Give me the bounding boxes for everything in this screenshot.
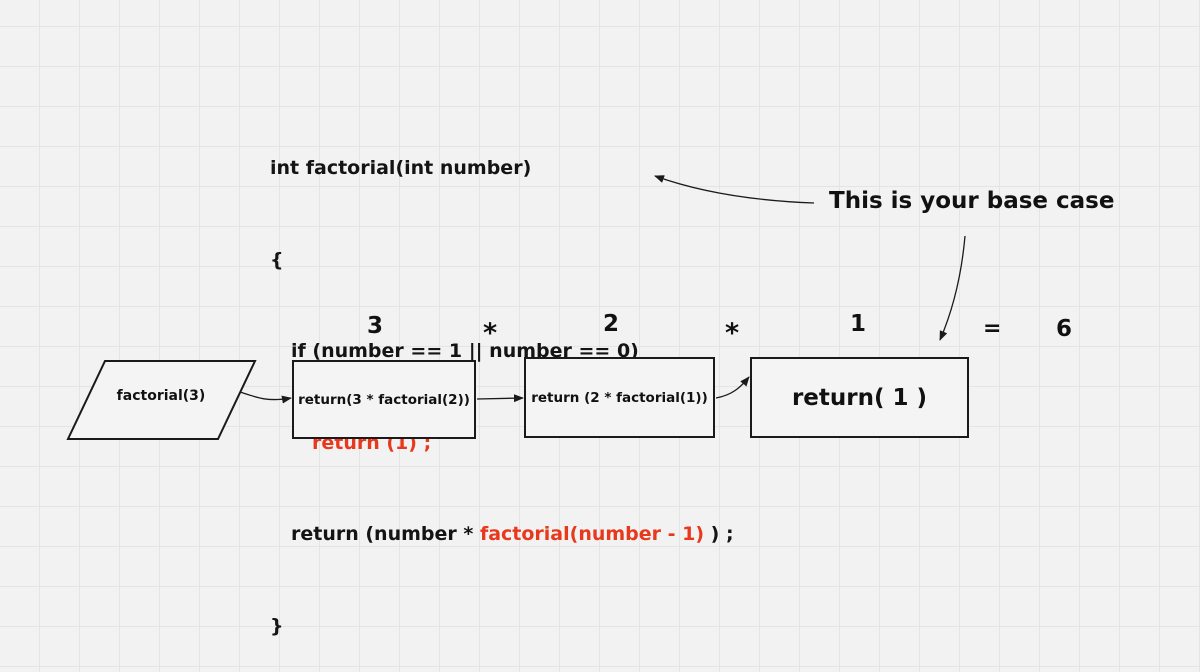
base-case-annotation: This is your base case bbox=[829, 188, 1115, 214]
value-3: 3 bbox=[367, 313, 384, 339]
multiply-2: * bbox=[725, 318, 740, 349]
step2-label: return (2 * factorial(1)) bbox=[531, 389, 708, 406]
multiply-1: * bbox=[483, 318, 498, 349]
code-if-line: if (number == 1 || number == 0) bbox=[291, 340, 639, 362]
arrow-annotation-to-code bbox=[654, 175, 815, 204]
step3-box: return( 1 ) bbox=[750, 357, 969, 438]
step2-box: return (2 * factorial(1)) bbox=[524, 357, 715, 438]
equals-sign: = bbox=[983, 316, 1002, 341]
arrow-start-to-step1 bbox=[239, 391, 292, 404]
start-node-label: factorial(3) bbox=[116, 388, 206, 404]
code-signature: int factorial(int number) bbox=[270, 157, 532, 179]
arrow-step2-to-step3 bbox=[715, 376, 750, 399]
value-1: 1 bbox=[850, 311, 867, 337]
step3-label: return( 1 ) bbox=[791, 384, 928, 411]
start-parallelogram bbox=[66, 360, 257, 440]
result-value: 6 bbox=[1056, 316, 1073, 342]
step1-box: return(3 * factorial(2)) bbox=[292, 360, 476, 439]
code-return-line: return (number * factorial(number - 1) )… bbox=[270, 519, 734, 550]
value-2: 2 bbox=[603, 311, 620, 337]
step1-label: return(3 * factorial(2)) bbox=[298, 391, 470, 408]
code-open-brace: { bbox=[270, 248, 284, 271]
arrow-annotation-to-return1 bbox=[939, 235, 966, 341]
code-close-brace: } bbox=[270, 614, 284, 637]
code-return-call: factorial(number - 1) bbox=[479, 523, 705, 545]
arrow-step1-to-step2 bbox=[476, 394, 524, 403]
diagram-overlay bbox=[66, 175, 966, 440]
code-return-pre: return (number * bbox=[291, 523, 480, 545]
code-return-post: ) ; bbox=[704, 523, 734, 545]
